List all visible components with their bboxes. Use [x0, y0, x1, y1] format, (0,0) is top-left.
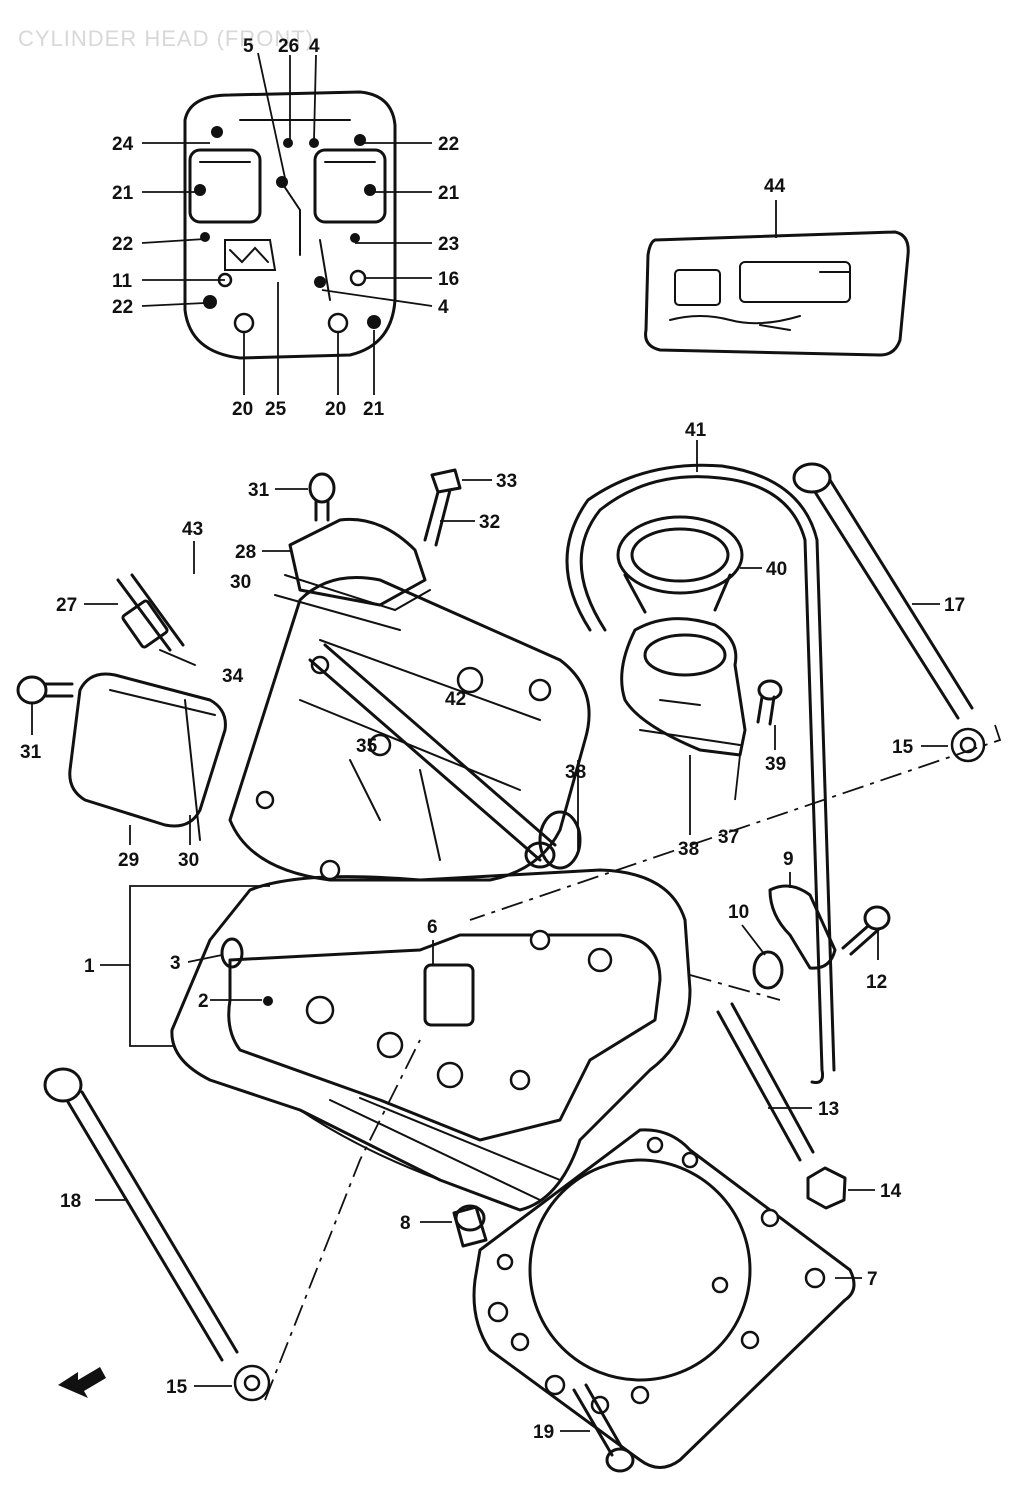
- front-arrow-icon: [58, 1367, 106, 1398]
- callout-4-side: 4: [438, 297, 449, 318]
- callout-17: 17: [944, 595, 965, 616]
- callout-43: 43: [182, 519, 203, 540]
- bolt-39: [756, 679, 783, 726]
- callout-24: 24: [112, 134, 134, 155]
- callout-26: 26: [278, 36, 299, 57]
- callout-16: 16: [438, 269, 459, 290]
- callout-18: 18: [60, 1191, 81, 1212]
- callout-23: 23: [438, 234, 459, 255]
- bolt-19: [572, 1383, 635, 1473]
- callout-2: 2: [198, 991, 209, 1012]
- callout-22-bottom: 22: [112, 297, 133, 318]
- callout-30-bottom: 30: [178, 850, 199, 871]
- head-gasket-7: [472, 1128, 856, 1469]
- callout-15-right: 15: [892, 737, 914, 758]
- callout-12: 12: [866, 972, 887, 993]
- callout-22-right: 22: [438, 134, 459, 155]
- leader-lines: [31, 52, 948, 1432]
- callout-8: 8: [400, 1213, 411, 1234]
- callout-38-cap: 38: [565, 762, 586, 783]
- callout-13: 13: [818, 1099, 839, 1120]
- callout-27: 27: [56, 595, 77, 616]
- callout-44: 44: [764, 176, 786, 197]
- callout-39: 39: [765, 754, 786, 775]
- callout-20-left: 20: [232, 399, 253, 420]
- callout-5: 5: [243, 36, 254, 57]
- callout-labels: 5 26 4 24 22 21 21 22 23 11 16 22 4 20 2…: [20, 36, 965, 1443]
- callout-9: 9: [783, 849, 794, 870]
- callout-7: 7: [867, 1269, 878, 1290]
- callout-6: 6: [427, 917, 438, 938]
- nut-33: [423, 468, 462, 547]
- callout-31-left: 31: [20, 742, 42, 763]
- callout-15-left: 15: [166, 1377, 188, 1398]
- callout-20-right: 20: [325, 399, 346, 420]
- callout-31-top: 31: [248, 480, 270, 501]
- callout-42: 42: [445, 689, 466, 710]
- cover-29: [68, 672, 227, 841]
- callout-21-bottom: 21: [363, 399, 385, 420]
- callout-41: 41: [685, 420, 707, 441]
- cover-28: [274, 517, 431, 631]
- bolt-12: [841, 905, 891, 956]
- callout-33: 33: [496, 471, 517, 492]
- cylinder-head-1: [170, 868, 692, 1232]
- callout-22-left: 22: [112, 234, 133, 255]
- spark-plug-27: [116, 573, 196, 666]
- sensor-9: [752, 884, 837, 990]
- callout-3: 3: [170, 953, 181, 974]
- callout-29: 29: [118, 850, 139, 871]
- callout-32: 32: [479, 512, 500, 533]
- cam-housing: [228, 576, 591, 882]
- callout-37: 37: [718, 827, 739, 848]
- stud-13: [716, 1002, 815, 1162]
- callout-11: 11: [112, 271, 133, 292]
- callout-4-top: 4: [309, 36, 320, 57]
- diagram-title: CYLINDER HEAD (FRONT): [18, 26, 314, 51]
- cap-38: [538, 810, 582, 870]
- callout-21-left: 21: [112, 183, 134, 204]
- callout-21-right: 21: [438, 183, 460, 204]
- callout-1: 1: [84, 956, 95, 977]
- callout-19: 19: [533, 1422, 554, 1443]
- callout-10: 10: [728, 902, 749, 923]
- callout-25: 25: [265, 399, 287, 420]
- callout-28: 28: [235, 542, 256, 563]
- callout-38: 38: [678, 839, 699, 860]
- bolt-31-top: [308, 472, 336, 522]
- dowel-8: [452, 1205, 488, 1248]
- callout-40: 40: [766, 559, 787, 580]
- breather-hose-41: [579, 475, 824, 1084]
- callout-14: 14: [880, 1181, 902, 1202]
- bolt-31-left: [16, 675, 74, 705]
- callout-34: 34: [222, 666, 244, 687]
- intake-pipe-37: [620, 617, 747, 757]
- gasket-set-44: [644, 230, 910, 357]
- callout-30-top: 30: [230, 572, 251, 593]
- nut-14: [806, 1166, 847, 1210]
- clamp-40: [616, 515, 744, 614]
- stud-bolt-18: [43, 1067, 271, 1402]
- shaft-35: [308, 643, 557, 862]
- callout-35: 35: [356, 736, 378, 757]
